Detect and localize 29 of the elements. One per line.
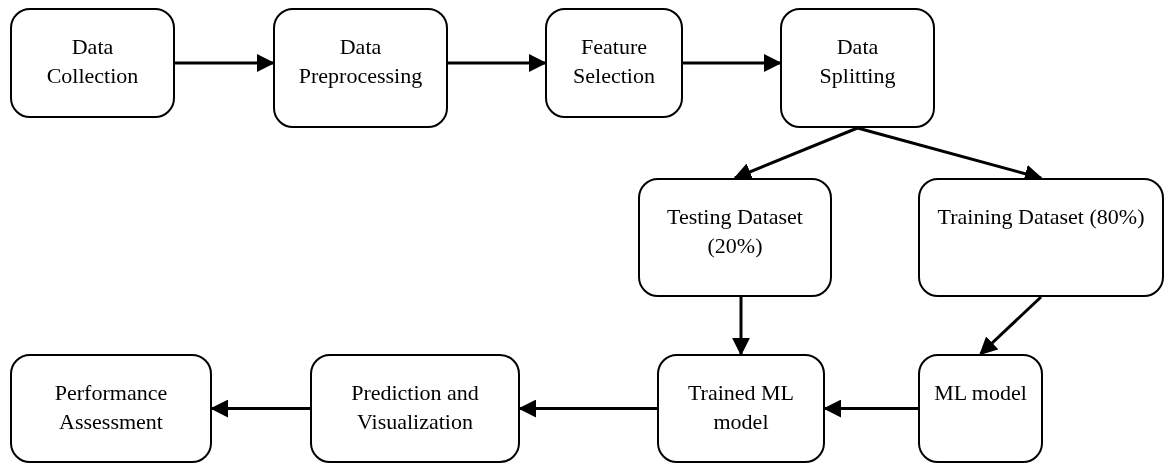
process-box	[780, 8, 935, 128]
box-label: Prediction and Visualization	[350, 379, 480, 436]
arrow	[448, 54, 547, 72]
arrow	[733, 126, 859, 181]
box-label: Trained ML model	[686, 379, 796, 436]
box-label: Testing Dataset (20%)	[666, 203, 804, 260]
box-label: Performance Assessment	[53, 379, 169, 436]
box-label: ML model	[934, 379, 1027, 407]
process-box	[638, 178, 832, 297]
process-box	[545, 8, 683, 118]
box-label: Data Splitting	[818, 33, 897, 90]
box-label: Data Preprocessing	[297, 33, 424, 90]
arrow	[979, 295, 1043, 356]
process-box	[310, 354, 520, 463]
arrow	[518, 399, 657, 418]
process-box	[918, 354, 1043, 463]
arrow	[210, 399, 310, 418]
box-label: Data Collection	[45, 33, 140, 90]
arrow	[732, 297, 750, 356]
arrow	[683, 54, 782, 72]
process-box	[10, 354, 212, 463]
process-box	[918, 178, 1164, 297]
process-box	[10, 8, 175, 118]
process-box	[657, 354, 825, 463]
process-box	[273, 8, 448, 128]
box-label: Training Dataset (80%)	[937, 203, 1145, 231]
arrow	[823, 399, 918, 418]
arrow	[175, 54, 275, 72]
box-label: Feature Selection	[572, 33, 656, 90]
